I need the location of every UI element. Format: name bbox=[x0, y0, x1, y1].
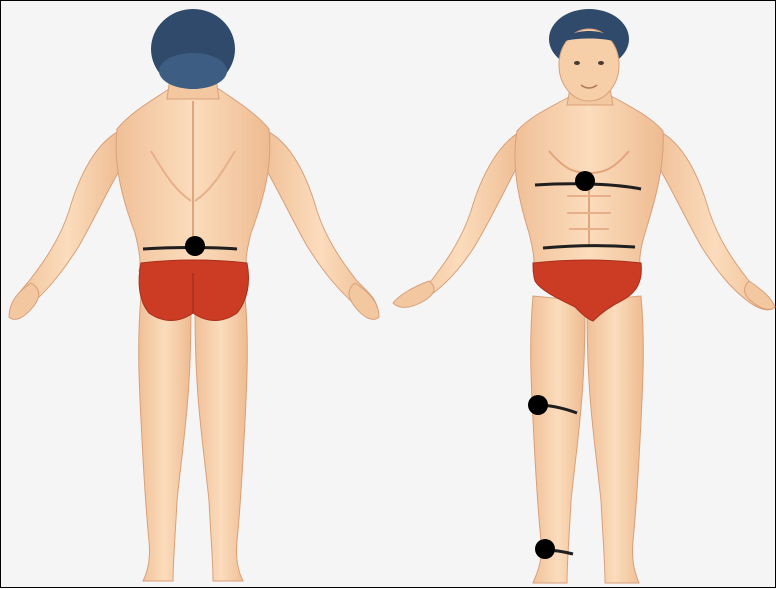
front-view-figure bbox=[393, 9, 775, 583]
back-left-leg bbox=[139, 296, 191, 581]
back-right-leg bbox=[195, 296, 247, 581]
marker-knee bbox=[528, 395, 548, 415]
front-right-arm bbox=[655, 129, 775, 310]
front-right-leg bbox=[587, 296, 643, 583]
front-left-hand bbox=[393, 281, 434, 307]
back-left-hand bbox=[9, 283, 39, 319]
back-view-figure bbox=[9, 9, 379, 581]
front-left-leg bbox=[531, 296, 585, 583]
marker-lower-back bbox=[185, 236, 205, 256]
marker-ankle bbox=[535, 539, 555, 559]
marker-chest bbox=[575, 171, 595, 191]
front-left-arm bbox=[395, 129, 525, 307]
back-briefs bbox=[139, 260, 248, 321]
front-right-hand bbox=[745, 281, 776, 309]
